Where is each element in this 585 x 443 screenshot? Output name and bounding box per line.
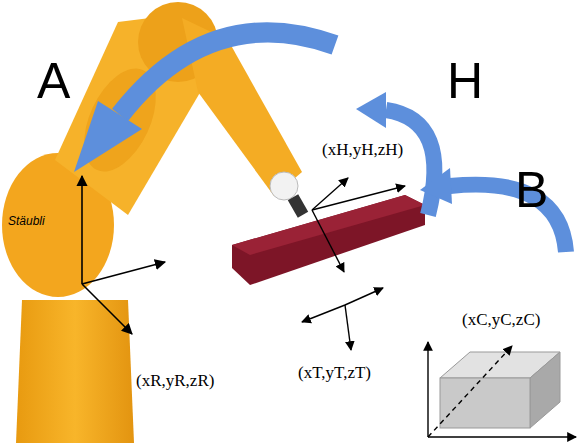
- transform-letter: B: [515, 165, 548, 215]
- transform-letter: A: [37, 56, 70, 106]
- camera-box: [440, 352, 560, 428]
- camera-frame: [428, 342, 576, 437]
- tool-frame: [312, 178, 405, 272]
- frame-label: (xH,yH,zH): [322, 141, 403, 158]
- transform-arrows: [74, 32, 566, 252]
- brand-logo: Stäubli: [8, 215, 45, 227]
- target-frame: [302, 288, 383, 350]
- frame-label: (xR,yR,zR): [136, 372, 214, 389]
- frame-label: (xT,yT,zT): [298, 364, 371, 381]
- transform-letter: H: [447, 56, 483, 106]
- robot-frame: [82, 176, 165, 334]
- frame-label: (xC,yC,zC): [462, 311, 540, 328]
- workpiece: [232, 195, 425, 285]
